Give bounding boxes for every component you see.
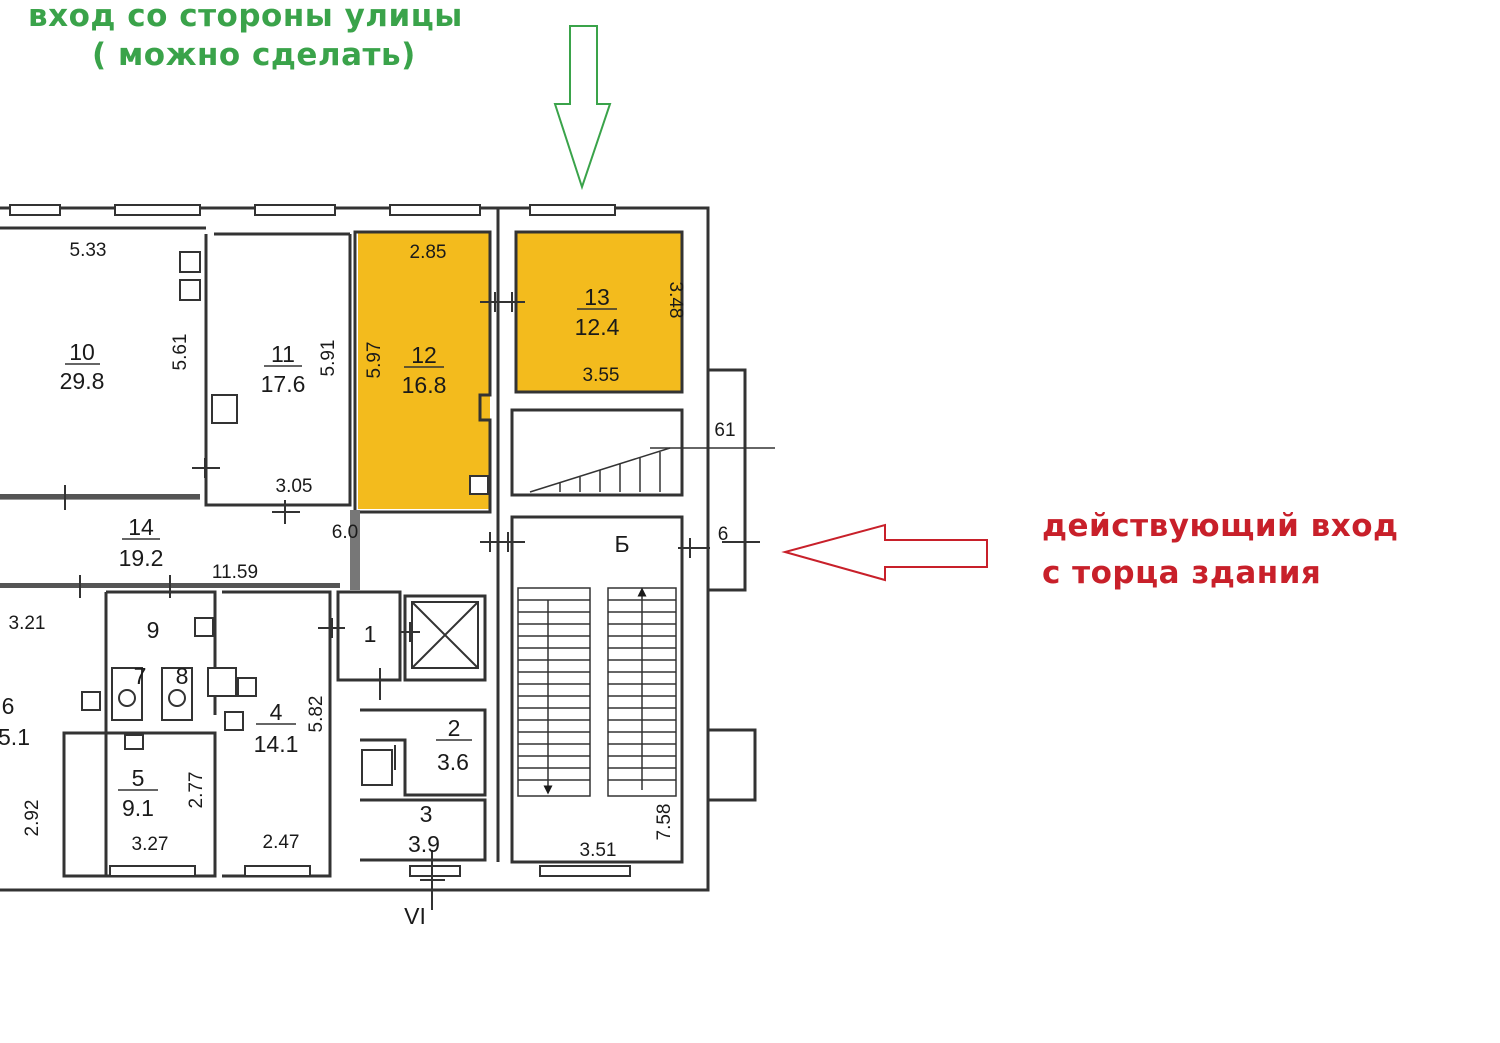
street-entrance-line-2: ( можно сделать) xyxy=(92,36,416,73)
svg-text:3.21: 3.21 xyxy=(9,613,46,634)
svg-text:3.6: 3.6 xyxy=(437,749,469,775)
svg-text:29.8: 29.8 xyxy=(60,368,105,394)
svg-text:11.59: 11.59 xyxy=(212,562,258,583)
room-12-label: 12 16.8 2.85 5.97 xyxy=(364,242,446,398)
svg-text:11: 11 xyxy=(271,341,295,367)
svg-text:19.2: 19.2 xyxy=(119,545,164,571)
svg-text:12.4: 12.4 xyxy=(575,314,620,340)
svg-text:5.61: 5.61 xyxy=(170,334,191,371)
svg-text:2.92: 2.92 xyxy=(22,800,43,837)
svg-text:17.6: 17.6 xyxy=(261,371,306,397)
svg-text:9.1: 9.1 xyxy=(122,795,154,821)
stairs-upper xyxy=(529,447,775,493)
dark-partitions xyxy=(0,494,360,590)
svg-text:8: 8 xyxy=(176,663,189,689)
svg-text:9: 9 xyxy=(147,617,160,643)
svg-text:1: 1 xyxy=(364,621,377,647)
svg-text:3.27: 3.27 xyxy=(132,834,169,855)
stairs-main xyxy=(517,587,677,797)
svg-text:14.1: 14.1 xyxy=(254,731,299,757)
svg-text:3.9: 3.9 xyxy=(408,831,440,857)
svg-text:3: 3 xyxy=(420,801,433,827)
svg-text:5.1: 5.1 xyxy=(0,724,30,750)
door-marks xyxy=(64,292,760,910)
fixtures xyxy=(81,251,489,786)
svg-text:VI: VI xyxy=(404,903,426,929)
svg-text:2.77: 2.77 xyxy=(186,772,207,809)
room-10-label: 10 29.8 5.33 5.61 xyxy=(60,240,191,394)
svg-text:6: 6 xyxy=(2,693,15,719)
street-entrance-line-1: вход со стороны улицы xyxy=(28,0,463,34)
svg-text:6.0: 6.0 xyxy=(332,522,358,543)
svg-text:5: 5 xyxy=(132,765,145,791)
street-entrance-arrow xyxy=(553,25,612,191)
elevator xyxy=(411,601,479,669)
svg-text:61: 61 xyxy=(714,420,735,441)
end-entrance-arrow xyxy=(781,523,988,582)
svg-text:10: 10 xyxy=(69,339,95,365)
svg-text:14: 14 xyxy=(128,514,154,540)
svg-text:2: 2 xyxy=(448,715,461,741)
room-11-label: 11 17.6 3.05 5.91 xyxy=(261,340,339,497)
svg-text:13: 13 xyxy=(584,284,610,310)
small-room-labels: 9 7 8 3.21 6 5.1 2.92 5 9.1 3.27 2.77 4 … xyxy=(0,420,736,929)
svg-text:4: 4 xyxy=(270,699,283,725)
svg-text:3.55: 3.55 xyxy=(583,365,620,386)
svg-text:3.51: 3.51 xyxy=(580,840,617,861)
svg-text:16.8: 16.8 xyxy=(402,372,447,398)
svg-text:5.91: 5.91 xyxy=(318,340,339,377)
room-12-fill[interactable] xyxy=(358,232,490,509)
svg-text:2.85: 2.85 xyxy=(410,242,447,263)
svg-text:5.97: 5.97 xyxy=(364,342,385,379)
street-entrance-note: вход со стороны улицы ( можно сделать) xyxy=(28,0,463,81)
svg-text:12: 12 xyxy=(411,342,437,368)
svg-text:3.48: 3.48 xyxy=(665,282,686,319)
svg-text:6: 6 xyxy=(718,524,729,545)
room-14-label: 14 19.2 11.59 6.0 xyxy=(119,514,359,583)
end-entrance-line-1: действующий вход xyxy=(1042,508,1399,544)
svg-text:2.47: 2.47 xyxy=(263,832,300,853)
svg-text:5.33: 5.33 xyxy=(70,240,107,261)
room-13-label: 13 12.4 3.55 3.48 xyxy=(575,282,686,386)
end-entrance-note: действующий вход с торца здания xyxy=(1042,500,1399,599)
svg-text:5.82: 5.82 xyxy=(306,696,327,733)
top-windows xyxy=(9,204,631,877)
svg-text:Б: Б xyxy=(614,531,629,557)
end-entrance-line-2: с торца здания xyxy=(1042,554,1322,591)
svg-text:3.05: 3.05 xyxy=(276,476,313,497)
svg-text:7: 7 xyxy=(134,663,147,689)
room-13-fill[interactable] xyxy=(516,232,682,392)
svg-text:7.58: 7.58 xyxy=(654,804,675,841)
